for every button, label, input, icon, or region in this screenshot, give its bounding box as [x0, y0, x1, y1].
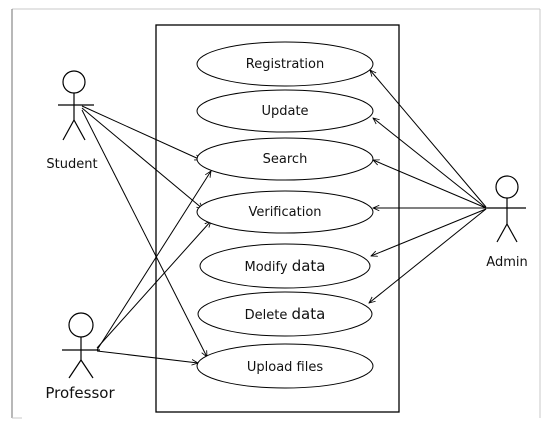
- actor-head: [62, 70, 86, 94]
- use-case-label: Delete data: [245, 305, 326, 323]
- association-admin-modify: [371, 208, 487, 256]
- use-case-update: Update: [196, 89, 374, 133]
- association-student-search: [81, 105, 201, 161]
- actor-head: [495, 175, 519, 199]
- use-case-label: Verification: [248, 205, 321, 220]
- associations: [81, 70, 487, 363]
- association-student-upload: [81, 109, 207, 357]
- association-professor-verification: [96, 221, 211, 349]
- actor-label: Professor: [45, 384, 115, 402]
- use-case-label: Modify data: [244, 257, 325, 275]
- association-professor-upload: [96, 350, 198, 363]
- association-admin-registration: [370, 70, 487, 208]
- outer-frame: [11, 8, 541, 419]
- system-boundary: [155, 24, 400, 413]
- association-admin-delete: [369, 208, 487, 303]
- actor-professor: Professor: [45, 312, 115, 402]
- use-case-label: Upload files: [247, 360, 323, 375]
- use-case-label: Search: [263, 152, 308, 167]
- association-admin-update: [373, 118, 487, 209]
- use-case-search: Search: [196, 137, 374, 181]
- use-case-modify-data: Modify data: [199, 243, 371, 289]
- use-case-registration: Registration: [196, 41, 374, 87]
- association-professor-search: [96, 171, 211, 351]
- use-case-verification: Verification: [196, 190, 374, 234]
- actor-admin: Admin: [486, 175, 528, 270]
- actor-label: Admin: [486, 255, 527, 270]
- association-admin-search: [373, 160, 487, 209]
- actor-label: Student: [46, 157, 97, 172]
- association-student-verification: [81, 107, 203, 209]
- use-case-label: Registration: [246, 57, 324, 72]
- actor-head: [68, 312, 94, 338]
- use-case-upload-files: Upload files: [196, 343, 374, 389]
- use-case-delete-data: Delete data: [197, 291, 373, 337]
- actor-student: Student: [46, 70, 98, 172]
- use-case-label: Update: [261, 104, 308, 119]
